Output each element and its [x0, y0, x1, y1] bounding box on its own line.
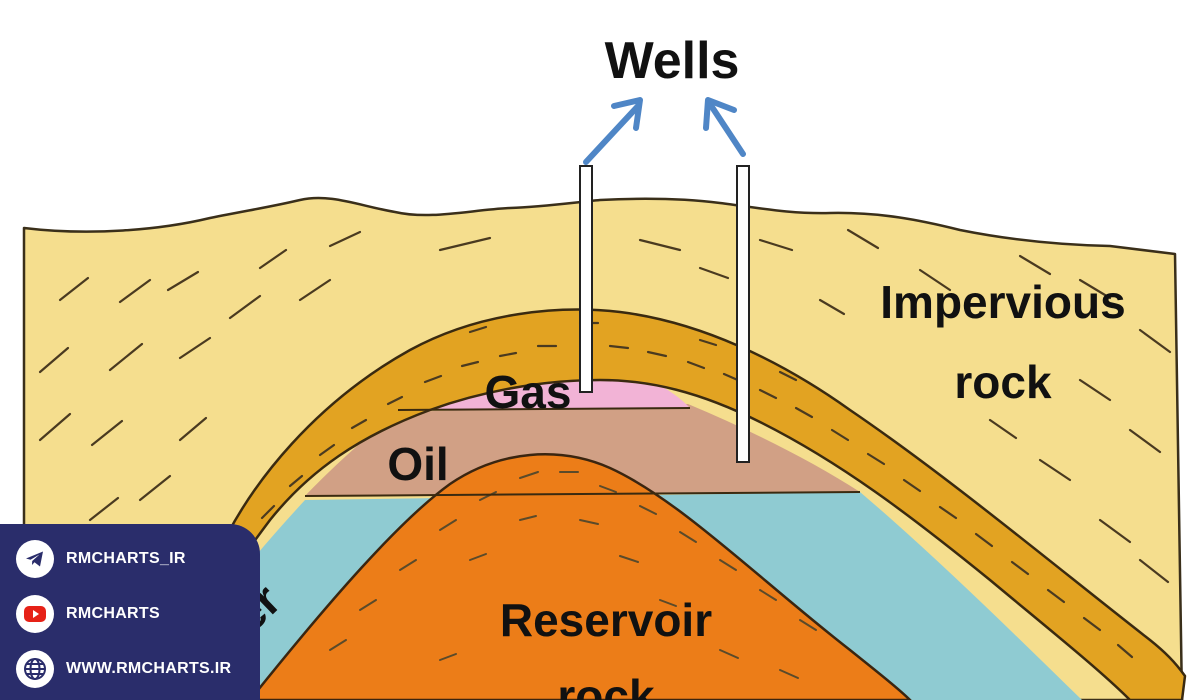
well-right-arrow — [707, 101, 746, 157]
social-item-youtube[interactable]: RMCHARTS — [16, 595, 260, 633]
social-links-panel: RMCHARTS_IR RMCHARTS WWW.RMCHARTS.IR — [0, 524, 260, 700]
gas-label: Gas — [485, 366, 572, 418]
well-left-arrowhead — [611, 97, 643, 131]
globe-icon — [16, 650, 54, 688]
social-label: RMCHARTS_IR — [66, 550, 186, 567]
cap-rock-layer — [213, 308, 1187, 700]
reservoir-rock-layer — [248, 453, 912, 700]
social-label: WWW.RMCHARTS.IR — [66, 660, 232, 677]
well-right-arrowhead — [703, 97, 737, 131]
telegram-icon — [16, 540, 54, 578]
reservoir-rock-texture — [329, 471, 817, 679]
impervious-rock-texture — [38, 228, 1172, 584]
oil-water-contact-line — [304, 491, 861, 497]
reservoir-label-line2: rock — [557, 670, 655, 700]
well-right — [736, 165, 750, 463]
well-left-arrow — [583, 103, 641, 165]
social-item-website[interactable]: WWW.RMCHARTS.IR — [16, 650, 260, 688]
social-item-telegram[interactable]: RMCHARTS_IR — [16, 540, 260, 578]
reservoir-label-line1: Reservoir — [500, 594, 712, 646]
oil-label: Oil — [387, 438, 448, 490]
oil-layer — [305, 404, 860, 496]
gas-oil-contact-line — [397, 407, 691, 411]
youtube-icon — [16, 595, 54, 633]
social-label: RMCHARTS — [66, 605, 160, 622]
well-left — [579, 165, 593, 393]
impervious-label-line2: rock — [954, 356, 1052, 408]
wells-title: Wells — [605, 32, 740, 90]
impervious-label-line1: Impervious — [880, 276, 1125, 328]
